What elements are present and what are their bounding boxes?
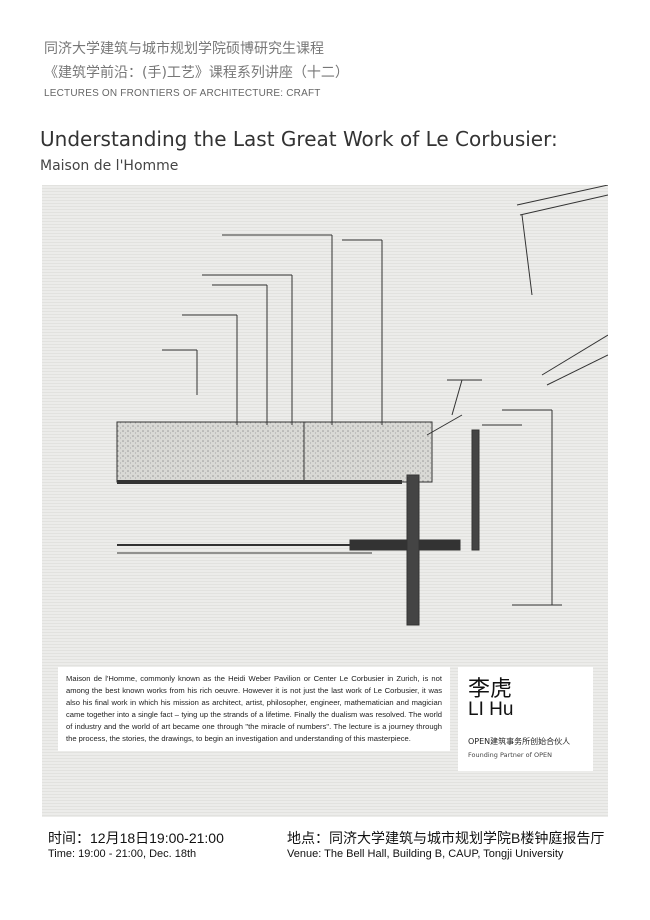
speaker-role-en: Founding Partner of OPEN: [468, 751, 552, 759]
course-title-cn: 同济大学建筑与城市规划学院硕博研究生课程: [44, 41, 324, 57]
lecture-title: Understanding the Last Great Work of Le …: [40, 127, 558, 151]
lecture-subtitle: Maison de l'Homme: [40, 158, 179, 174]
series-title-en: LECTURES ON FRONTIERS OF ARCHITECTURE: C…: [44, 88, 321, 99]
venue-cn: 地点：同济大学建筑与城市规划学院B楼钟庭报告厅: [287, 830, 605, 846]
speaker-name-en: LI Hu: [468, 699, 514, 720]
time-cn: 时间：12月18日19:00-21:00: [48, 830, 224, 846]
venue-en: Venue: The Bell Hall, Building B, CAUP, …: [287, 848, 564, 860]
speaker-role-cn: OPEN建筑事务所创始合伙人: [468, 737, 571, 746]
series-title-cn: 《建筑学前沿：(手)工艺》课程系列讲座（十二）: [44, 65, 349, 81]
lecture-description: Maison de l'Homme, commonly known as the…: [58, 667, 450, 751]
speaker-card: 李虎 LI Hu OPEN建筑事务所创始合伙人 Founding Partner…: [458, 667, 593, 771]
time-en: Time: 19:00 - 21:00, Dec. 18th: [48, 848, 197, 860]
speaker-name-cn: 李虎: [468, 677, 513, 702]
